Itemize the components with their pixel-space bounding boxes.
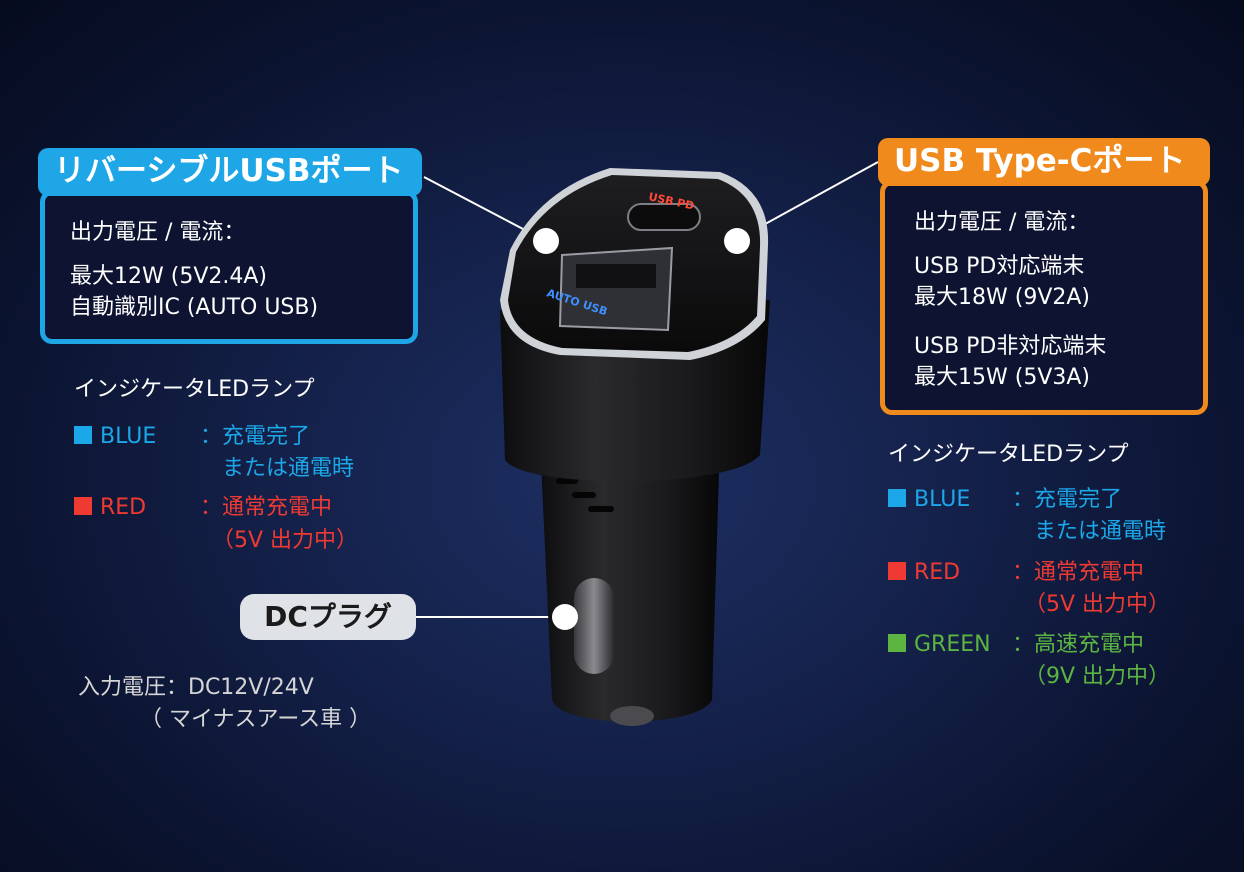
right-led-blue-label: BLUE [914, 487, 971, 512]
usb-c-port [627, 203, 701, 231]
right-led-heading: インジケータLEDランプ [888, 442, 1129, 467]
left-led-red-text2: （5V 出力中） [212, 528, 359, 553]
right-led-red-label: RED [914, 560, 961, 585]
left-pointer-dot [533, 228, 559, 254]
right-callout-line5: 最大15W (5V3A) [914, 365, 1091, 390]
red-square-icon [888, 562, 906, 580]
right-pointer-dot [724, 228, 750, 254]
tip-contact [610, 706, 654, 726]
dc-plug-label: DCプラグ [240, 594, 416, 640]
vent [556, 478, 578, 484]
left-led-heading: インジケータLEDランプ [74, 377, 315, 402]
usb-a-tongue [576, 264, 656, 288]
blue-square-icon [888, 489, 906, 507]
dc-input-voltage: 入力電圧：DC12V/24V [78, 675, 314, 700]
usb-a-port [558, 246, 674, 332]
side-contact [574, 578, 614, 674]
right-led-blue-text1: ：充電完了 [1012, 487, 1123, 512]
right-led-blue-text2: または通電時 [1034, 519, 1167, 544]
dc-ground-note: （ マイナスアース車 ） [140, 707, 372, 732]
left-led-blue-text2: または通電時 [222, 456, 355, 481]
left-led-red-text1: ：通常充電中 [200, 495, 333, 520]
vent [588, 506, 614, 512]
right-led-green-row: GREEN [888, 630, 991, 659]
dc-pointer-dot [552, 604, 578, 630]
right-led-red-row: RED [888, 558, 960, 587]
left-led-red-label: RED [100, 495, 147, 520]
left-led-blue-text1: ：充電完了 [200, 424, 311, 449]
left-callout-box [40, 190, 418, 344]
right-led-green-label: GREEN [914, 632, 991, 657]
blue-square-icon [74, 426, 92, 444]
left-led-red-row: RED [74, 493, 146, 522]
right-led-red-text1: ：通常充電中 [1012, 560, 1145, 585]
right-led-green-text2: （9V 出力中） [1024, 664, 1171, 689]
right-callout-line3: 最大18W (9V2A) [914, 285, 1091, 310]
left-led-blue-label: BLUE [100, 424, 157, 449]
left-callout-line1: 出力電圧 / 電流： [70, 220, 246, 245]
left-callout-title: リバーシブルUSBポート [38, 148, 422, 196]
red-square-icon [74, 497, 92, 515]
vent [572, 492, 596, 498]
right-callout-line4: USB PD非対応端末 [914, 334, 1107, 359]
left-callout-line2: 最大12W (5V2.4A) [70, 264, 267, 289]
left-callout-line3: 自動識別IC (AUTO USB) [70, 295, 319, 320]
right-callout-line2: USB PD対応端末 [914, 254, 1085, 279]
right-callout-line1: 出力電圧 / 電流： [914, 210, 1090, 235]
right-led-green-text1: ：高速充電中 [1012, 632, 1145, 657]
green-square-icon [888, 634, 906, 652]
right-callout-title: USB Type-Cポート [878, 138, 1210, 186]
left-led-blue-row: BLUE [74, 422, 156, 451]
right-led-blue-row: BLUE [888, 485, 970, 514]
right-led-red-text2: （5V 出力中） [1024, 592, 1171, 617]
